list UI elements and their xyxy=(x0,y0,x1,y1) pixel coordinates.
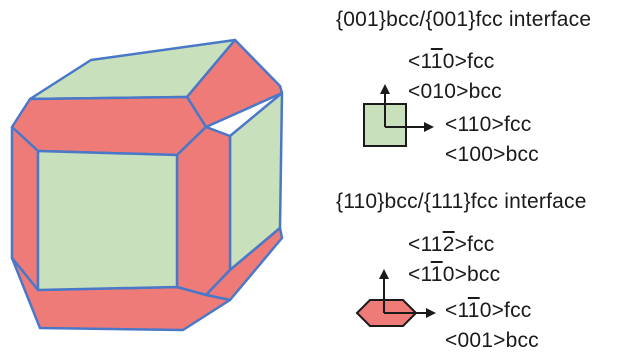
arrow-right-icon xyxy=(426,308,436,318)
section2-direction-1: <112>fcc xyxy=(408,233,495,256)
front-fcc-face xyxy=(36,149,179,292)
section2-direction-4: <001>bcc xyxy=(445,329,539,352)
section1-direction-2: <010>bcc xyxy=(408,80,502,103)
section2-direction-2: <110>bcc xyxy=(408,263,501,286)
section2-title: {110}bcc/{111}fcc interface xyxy=(336,190,587,213)
section1-direction-4: <100>bcc xyxy=(445,143,539,166)
section1-direction-1: <110>fcc xyxy=(408,50,495,73)
section2-direction-3: <110>fcc xyxy=(445,299,532,322)
top-right-bcc-corner xyxy=(185,38,284,129)
arrow-right-icon xyxy=(424,122,434,132)
section1-title: {001}bcc/{001}fcc interface xyxy=(336,8,592,31)
truncated-cube-crystal xyxy=(10,38,284,332)
arrow-up-icon xyxy=(379,269,389,279)
arrow-up-icon xyxy=(380,84,390,94)
bottom-bcc-band xyxy=(10,256,232,332)
section1-direction-3: <110>fcc xyxy=(445,113,532,136)
